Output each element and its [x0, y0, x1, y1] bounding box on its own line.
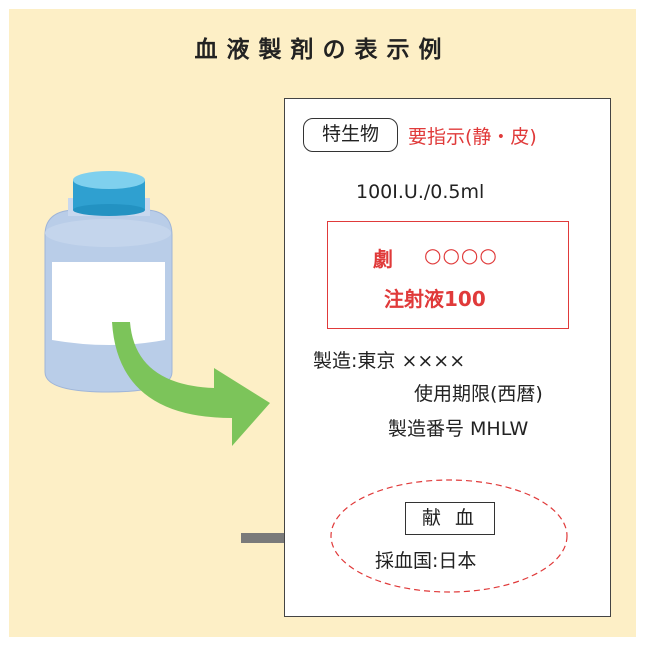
drug-name-placeholder: ○○○○	[424, 243, 498, 267]
lot-number-text: 製造番号 MHLW	[388, 418, 529, 440]
drug-class-mark: 劇	[373, 247, 393, 271]
green-curved-arrow	[112, 322, 270, 446]
bottle-cap-top	[73, 171, 145, 189]
origin-country-text: 採血国:日本	[375, 550, 477, 572]
bottle-label	[52, 262, 165, 345]
manufacture-text: 製造:東京 ××××	[313, 350, 466, 372]
gray-arrow-shaft	[241, 533, 289, 543]
product-name-box	[327, 221, 569, 329]
prescription-instruction: 要指示(静・皮)	[408, 126, 537, 148]
dosage-text: 100I.U./0.5ml	[356, 181, 485, 203]
expiry-text: 使用期限(西暦)	[414, 383, 543, 405]
page-title: 血液製剤の表示例	[194, 37, 451, 63]
product-name: 注射液100	[384, 287, 486, 311]
donated-blood-box: 献血	[405, 502, 495, 535]
special-biologic-badge: 特生物	[303, 118, 398, 152]
